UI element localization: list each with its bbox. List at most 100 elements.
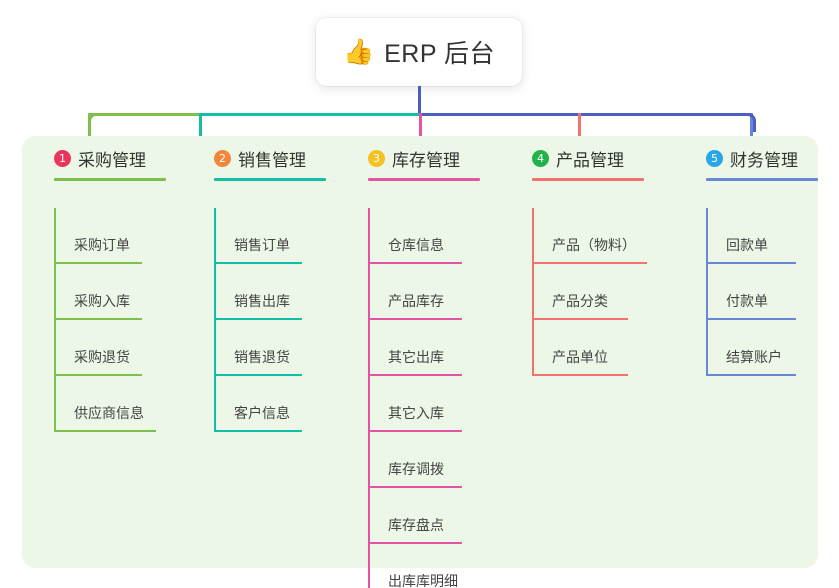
branch-title: 采购管理: [78, 150, 146, 170]
branch-header[interactable]: 5 财务管理: [688, 146, 818, 181]
branch-item[interactable]: 供应商信息: [54, 376, 156, 432]
branch-item-rule: [368, 430, 462, 432]
branch-item[interactable]: 产品分类: [532, 264, 628, 320]
branch-item-label: 销售订单: [234, 237, 290, 253]
connector-corner-left: [88, 113, 107, 132]
branch-item-label: 产品单位: [552, 349, 608, 365]
branch-header-rule: [532, 178, 644, 181]
branch-item[interactable]: 产品（物料）: [532, 208, 647, 264]
branch-item[interactable]: 库存调拨: [368, 432, 462, 488]
branch-item-rule: [532, 374, 628, 376]
connector-drop: [199, 113, 202, 149]
branch-spine: [368, 208, 370, 588]
branch-column-4: 4 产品管理产品（物料） 产品分类产品单位: [514, 146, 647, 376]
branch-item[interactable]: 产品库存: [368, 264, 462, 320]
branch-header-rule: [368, 178, 480, 181]
branch-item-label: 客户信息: [234, 405, 290, 421]
branch-item-label: 产品分类: [552, 293, 608, 309]
branch-item-rule: [368, 318, 462, 320]
branch-spine: [214, 208, 216, 432]
branch-item[interactable]: 采购入库: [54, 264, 146, 320]
branch-panel: [22, 136, 818, 568]
branch-header[interactable]: 4 产品管理: [514, 146, 644, 181]
branch-item-label: 销售退货: [234, 349, 290, 365]
connector-bar-segment: [419, 113, 750, 116]
branch-index-badge: 5: [706, 149, 723, 167]
branch-item-label: 采购入库: [74, 293, 130, 309]
branch-item-rule: [368, 374, 462, 376]
branch-index-badge: 4: [532, 149, 549, 167]
branch-item[interactable]: 客户信息: [214, 376, 306, 432]
branch-item[interactable]: 销售订单: [214, 208, 306, 264]
branch-item-label: 出库库明细: [388, 573, 458, 588]
branch-column-5: 5 财务管理回款单付款单结算账户: [688, 146, 818, 376]
branch-header[interactable]: 1 采购管理: [36, 146, 166, 181]
branch-item-rule: [532, 318, 628, 320]
connector-bar-segment: [199, 113, 419, 116]
branch-item[interactable]: 库存盘点: [368, 488, 462, 544]
branch-item-rule: [214, 374, 302, 376]
branch-item-rule: [368, 486, 462, 488]
branch-item-rule: [54, 318, 142, 320]
branch-item-rule: [214, 262, 302, 264]
branch-item[interactable]: 付款单: [706, 264, 798, 320]
branch-title: 销售管理: [238, 150, 306, 170]
branch-index-badge: 2: [214, 149, 231, 167]
branch-item-label: 其它入库: [388, 405, 444, 421]
branch-item-label: 付款单: [726, 293, 768, 309]
branch-title: 财务管理: [730, 150, 798, 170]
connector-drop: [578, 113, 581, 149]
connector-trunk: [418, 86, 421, 116]
branch-index-badge: 1: [54, 149, 71, 167]
branch-item-label: 采购订单: [74, 237, 130, 253]
branch-item-rule: [706, 262, 796, 264]
branch-item[interactable]: 其它出库: [368, 320, 462, 376]
branch-column-1: 1 采购管理采购订单采购入库采购退货供应商信息: [36, 146, 166, 432]
branch-item-rule: [214, 430, 302, 432]
branch-item-rule: [706, 374, 796, 376]
branch-item[interactable]: 出库库明细: [368, 544, 460, 588]
branch-spine: [706, 208, 708, 376]
branch-item-rule: [54, 262, 142, 264]
branch-spine: [532, 208, 534, 376]
branch-header-rule: [214, 178, 326, 181]
branch-item-list: 回款单付款单结算账户: [688, 208, 798, 376]
branch-item[interactable]: 产品单位: [532, 320, 628, 376]
branch-item-list: 销售订单销售出库销售退货客户信息: [196, 208, 306, 432]
root-node[interactable]: 👍 ERP 后台: [316, 18, 522, 86]
branch-header[interactable]: 2 销售管理: [196, 146, 326, 181]
branch-header-rule: [54, 178, 166, 181]
branch-item-label: 产品（物料）: [552, 237, 636, 253]
branch-item-rule: [532, 262, 647, 264]
branch-column-3: 3 库存管理仓库信息产品库存其它出库其它入库库存调拨库存盘点出库库明细: [350, 146, 480, 588]
branch-item[interactable]: 结算账户: [706, 320, 798, 376]
branch-item-label: 供应商信息: [74, 405, 144, 421]
connector-bar-segment: [88, 113, 199, 116]
branch-item-rule: [214, 318, 302, 320]
branch-item[interactable]: 其它入库: [368, 376, 462, 432]
branch-item[interactable]: 仓库信息: [368, 208, 462, 264]
branch-item-list: 产品（物料） 产品分类产品单位: [514, 208, 647, 376]
branch-item[interactable]: 销售出库: [214, 264, 306, 320]
branch-item-rule: [54, 374, 142, 376]
branch-item[interactable]: 采购订单: [54, 208, 146, 264]
branch-title: 产品管理: [556, 150, 624, 170]
branch-header[interactable]: 3 库存管理: [350, 146, 480, 181]
connector-drop: [419, 113, 422, 149]
connector-corner-right: [737, 113, 756, 132]
branch-item-label: 库存盘点: [388, 517, 444, 533]
branch-item-label: 产品库存: [388, 293, 444, 309]
root-node-title: ERP 后台: [384, 40, 496, 68]
branch-item-list: 采购订单采购入库采购退货供应商信息: [36, 208, 156, 432]
branch-item-label: 采购退货: [74, 349, 130, 365]
branch-item[interactable]: 采购退货: [54, 320, 146, 376]
branch-title: 库存管理: [392, 150, 460, 170]
branch-item-label: 结算账户: [726, 349, 782, 365]
branch-item[interactable]: 销售退货: [214, 320, 306, 376]
branch-item[interactable]: 回款单: [706, 208, 798, 264]
branch-item-label: 其它出库: [388, 349, 444, 365]
branch-header-rule: [706, 178, 818, 181]
branch-item-label: 库存调拨: [388, 461, 444, 477]
branch-index-badge: 3: [368, 149, 385, 167]
